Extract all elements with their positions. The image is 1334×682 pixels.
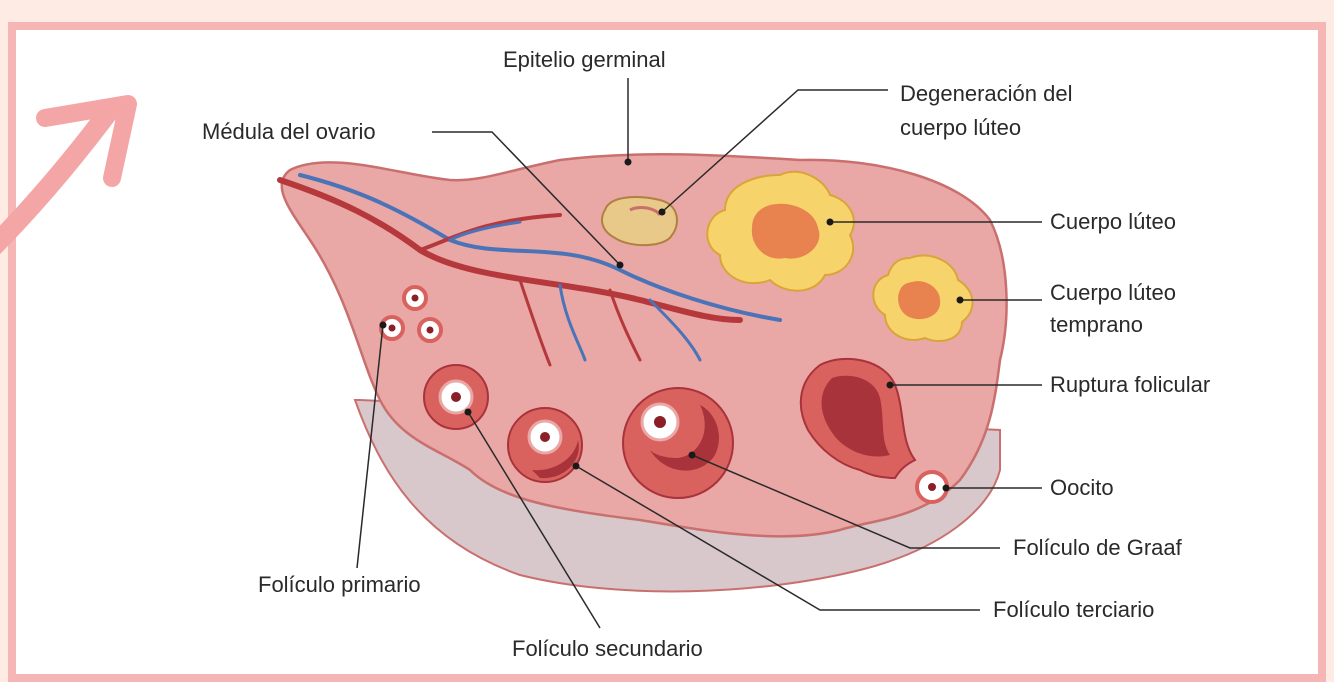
label-medula-ovario: Médula del ovario [202,116,376,148]
label-ruptura-folicular: Ruptura folicular [1050,369,1210,401]
label-cuerpo-luteo: Cuerpo lúteo [1050,206,1176,238]
secondary-follicle [424,365,488,429]
label-foliculo-graaf: Folículo de Graaf [1013,532,1182,564]
label-foliculo-secundario: Folículo secundario [512,633,703,665]
label-oocito: Oocito [1050,472,1114,504]
label-foliculo-primario: Folículo primario [258,569,421,601]
label-degeneracion-line1: Degeneración del [900,78,1072,110]
label-cuerpo-luteo-temprano-line1: Cuerpo lúteo [1050,277,1176,309]
oocyte [917,472,947,502]
tertiary-follicle [508,408,582,482]
graafian-follicle [623,388,733,498]
degenerating-corpus-luteum [602,197,677,245]
label-epitelio-germinal: Epitelio germinal [503,44,666,76]
label-foliculo-terciario: Folículo terciario [993,594,1154,626]
label-degeneracion-line2: cuerpo lúteo [900,112,1021,144]
decorative-arrow-icon [0,104,128,250]
label-cuerpo-luteo-temprano-line2: temprano [1050,309,1143,341]
